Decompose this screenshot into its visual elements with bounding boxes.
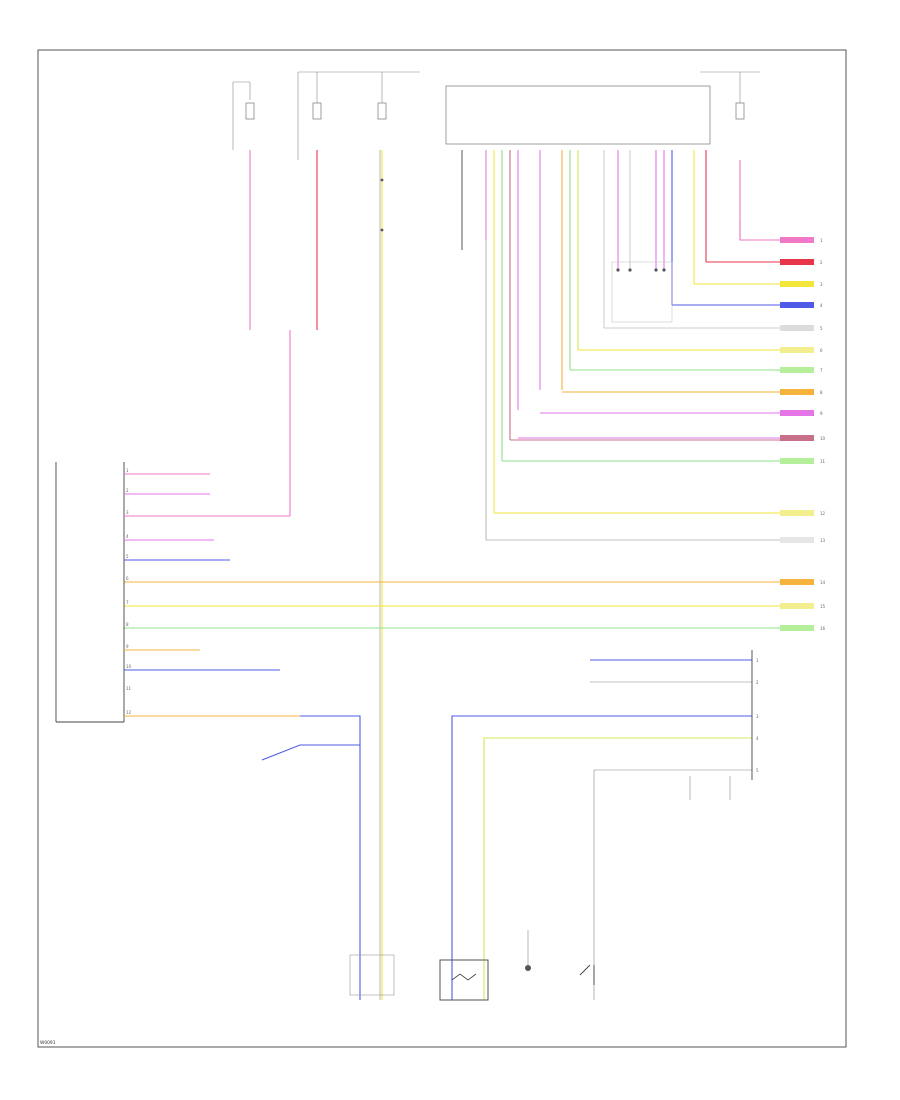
fuse-vertical-wires xyxy=(249,150,741,1000)
svg-text:3: 3 xyxy=(126,510,129,515)
svg-text:13: 13 xyxy=(820,538,826,543)
svg-text:5: 5 xyxy=(756,768,759,773)
svg-text:9: 9 xyxy=(126,644,129,649)
svg-text:6: 6 xyxy=(820,348,823,353)
svg-text:10: 10 xyxy=(126,664,132,669)
svg-text:9: 9 xyxy=(820,411,823,416)
svg-text:2: 2 xyxy=(756,680,759,685)
page-code: W0091 xyxy=(40,1040,56,1046)
svg-text:2: 2 xyxy=(820,260,823,265)
position-sensor xyxy=(439,959,489,1001)
svg-text:11: 11 xyxy=(126,686,132,691)
svg-text:8: 8 xyxy=(820,390,823,395)
svg-text:1: 1 xyxy=(126,468,129,473)
svg-text:5: 5 xyxy=(820,326,823,331)
svg-text:2: 2 xyxy=(126,488,129,493)
splice-points xyxy=(380,178,666,272)
fuse-3 xyxy=(377,102,387,120)
fuse-feeds xyxy=(232,71,760,160)
svg-text:3: 3 xyxy=(820,282,823,287)
svg-text:11: 11 xyxy=(820,459,826,464)
svg-text:8: 8 xyxy=(126,622,129,627)
svg-text:7: 7 xyxy=(126,600,129,605)
bottom-components xyxy=(349,930,595,1001)
selector-switch-connector xyxy=(349,954,395,996)
svg-text:4: 4 xyxy=(820,303,823,308)
svg-text:12: 12 xyxy=(126,710,132,715)
sensor-symbol xyxy=(451,973,477,981)
svg-text:1: 1 xyxy=(756,658,759,663)
ground-splice-box xyxy=(611,261,673,323)
diagram-frame xyxy=(37,49,847,1048)
svg-text:16: 16 xyxy=(820,626,826,631)
svg-text:4: 4 xyxy=(756,736,759,741)
left-module xyxy=(55,330,361,1000)
ground-point xyxy=(525,965,531,971)
right-lower-module xyxy=(451,650,753,1000)
svg-text:7: 7 xyxy=(820,368,823,373)
right-terminals xyxy=(780,237,814,631)
control-module-box xyxy=(445,85,711,145)
right-terminal-numbers: 1 2 3 4 5 6 7 8 9 10 11 12 13 14 15 16 xyxy=(820,238,826,631)
right-lower-pin-numbers: 1 2 3 4 5 xyxy=(756,658,759,773)
svg-text:4: 4 xyxy=(126,534,129,539)
brake-switch xyxy=(579,964,595,985)
svg-text:6: 6 xyxy=(126,576,129,581)
right-bus-wires xyxy=(124,220,814,629)
fuse-2 xyxy=(312,102,322,120)
fuse-4 xyxy=(735,102,745,120)
svg-text:12: 12 xyxy=(820,511,826,516)
svg-text:3: 3 xyxy=(756,714,759,719)
svg-text:15: 15 xyxy=(820,604,826,609)
left-module-pin-numbers: 1 2 3 4 5 6 7 8 9 10 11 12 xyxy=(126,468,132,715)
svg-text:1: 1 xyxy=(820,238,823,243)
svg-text:5: 5 xyxy=(126,554,129,559)
svg-text:10: 10 xyxy=(820,436,826,441)
module-pin-wires xyxy=(461,150,707,513)
fuse-1 xyxy=(245,102,255,120)
svg-text:14: 14 xyxy=(820,580,826,585)
